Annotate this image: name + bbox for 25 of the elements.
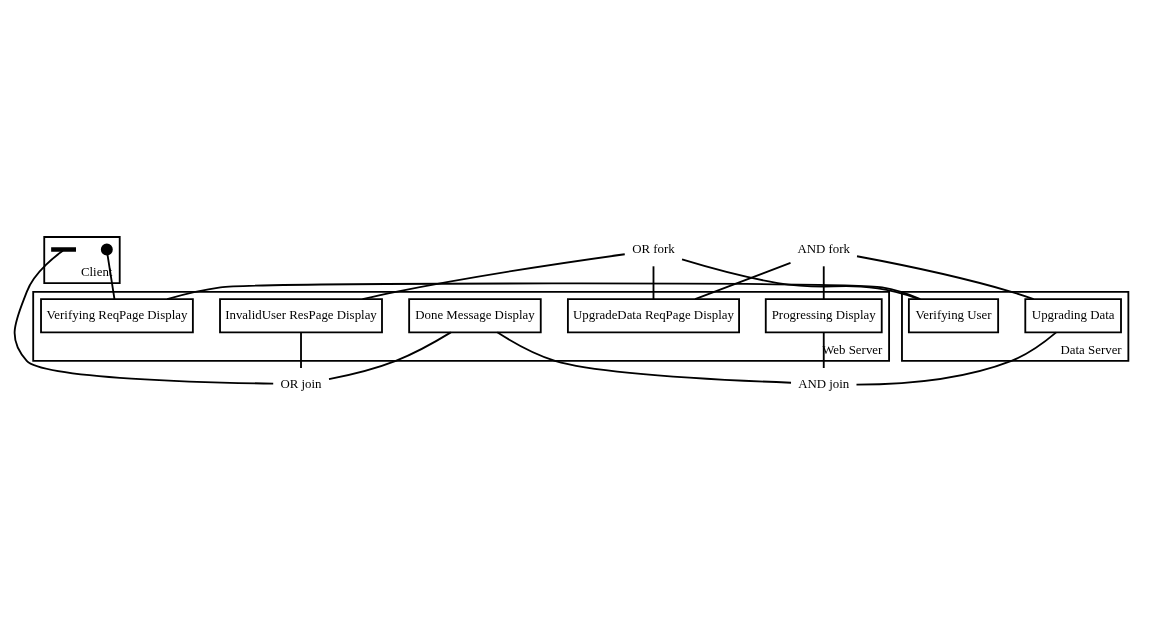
connector	[106, 253, 116, 300]
connector	[361, 253, 626, 301]
node-text: AND join	[798, 377, 850, 392]
node-box: Progressing Display	[764, 298, 883, 334]
node-box: Upgrading Data	[1024, 298, 1122, 334]
connector	[856, 255, 1035, 301]
connector	[822, 265, 825, 300]
connector	[652, 265, 655, 300]
node-text: OR fork	[632, 241, 675, 256]
node-box: Done Message Display	[408, 298, 542, 334]
connector	[328, 331, 452, 381]
connector	[300, 331, 302, 369]
connector	[166, 282, 922, 301]
connector	[855, 331, 1058, 386]
node-text: AND fork	[797, 241, 851, 256]
node-bar	[51, 247, 76, 252]
connector	[681, 258, 920, 300]
node-box: UpgradeData ReqPage Display	[567, 298, 740, 334]
connector	[694, 262, 792, 300]
node-circle	[100, 243, 113, 256]
node-box: InvalidUser ResPage Display	[219, 298, 383, 334]
connector	[496, 331, 792, 384]
node-box: Verifying User	[907, 298, 1000, 334]
node-text: OR join	[280, 377, 322, 392]
node-box: Verifying ReqPage Display	[40, 298, 194, 334]
